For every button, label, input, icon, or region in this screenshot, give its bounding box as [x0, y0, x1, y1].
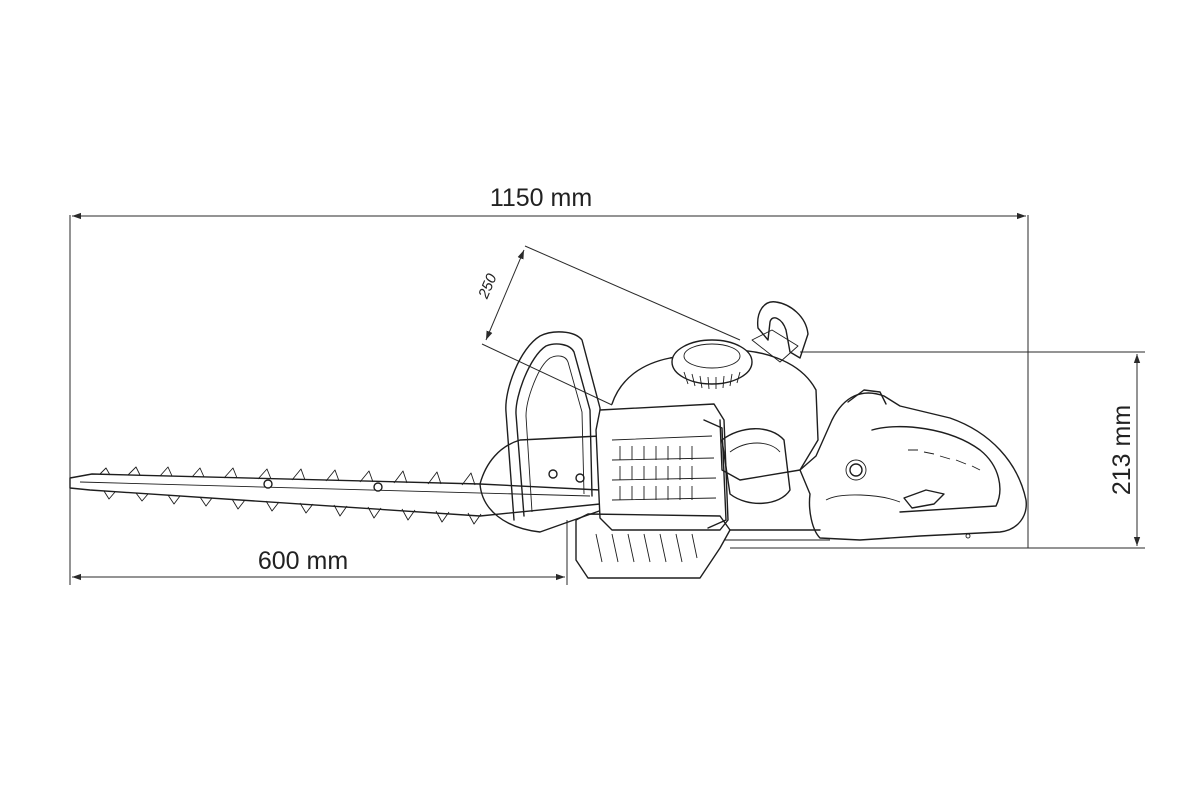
front-handle-inner: [515, 343, 593, 517]
rear-grip-opening: [871, 425, 1001, 513]
starter-hub: [683, 343, 741, 369]
filter-cover-lines: [611, 435, 717, 501]
front-handle: [505, 331, 603, 521]
throttle-lockout: [847, 389, 887, 405]
blade-upper-teeth: [99, 466, 476, 486]
starter-handle: [751, 301, 809, 363]
engine-cover: [595, 403, 729, 531]
angle-label: 250: [475, 271, 501, 302]
muffler-vents: [595, 533, 698, 563]
starter-cover: [671, 339, 753, 385]
angle-extension-top: [524, 245, 741, 341]
blade-bolt: [263, 479, 273, 489]
handle-screw: [965, 533, 971, 539]
blade-length-dimension: 600 mm: [72, 520, 568, 585]
handle-body-line: [825, 494, 901, 503]
muffler-guard: [575, 513, 830, 579]
filter-vents: [619, 446, 693, 500]
filter-cover-side: [703, 419, 727, 529]
front-handle-inner-2: [525, 355, 585, 513]
handle-pivot-ring: [845, 459, 867, 481]
height-label: 213 mm: [1108, 405, 1136, 495]
starter-grip-base: [751, 329, 799, 363]
overall-length-dimension: 1150 mm: [69, 184, 1029, 585]
starter-grip: [757, 301, 809, 359]
height-dimension: 213 mm: [730, 351, 1145, 549]
fuel-tank-line: [729, 442, 781, 453]
rear-handle: [799, 389, 1027, 541]
front-handle-outer: [505, 331, 603, 521]
grip-texture: [908, 449, 981, 471]
throttle-trigger: [903, 489, 945, 509]
hedge-trimmer: [69, 301, 1027, 579]
blade-lower-teeth: [103, 490, 482, 525]
fuel-tank: [721, 428, 791, 505]
blade-length-label: 600 mm: [258, 547, 348, 575]
muffler-guard-outline: [575, 513, 731, 579]
blade-bolt: [575, 473, 585, 483]
angle-arrow: [485, 249, 525, 341]
angle-extension-bottom: [481, 343, 613, 406]
blade-bolt: [548, 469, 558, 479]
rear-handle-outer: [799, 392, 1027, 541]
overall-length-label: 1150 mm: [490, 184, 592, 212]
engine-body: [611, 339, 819, 505]
blade-center-line: [79, 481, 591, 497]
handle-pivot-knob: [849, 463, 863, 477]
blade-bolt: [373, 482, 383, 492]
starter-vents: [683, 371, 741, 390]
air-filter-cover: [595, 403, 729, 531]
